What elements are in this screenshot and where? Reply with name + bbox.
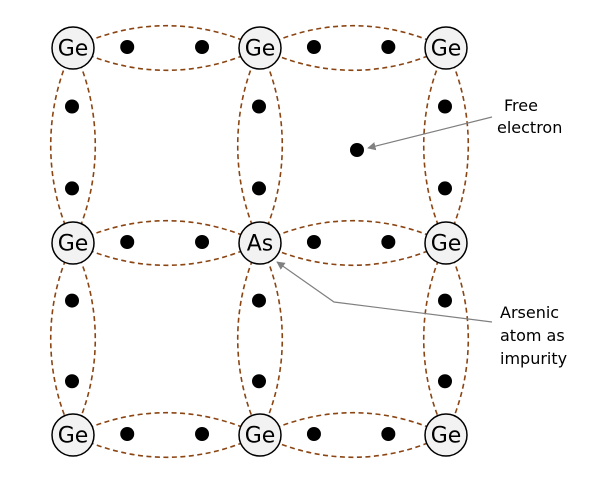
bond-electron — [438, 181, 452, 196]
bond-electrons — [65, 40, 452, 441]
arsenic-label-line-2: atom as — [500, 326, 565, 345]
bond-electron — [120, 40, 135, 54]
bond-electron — [306, 235, 321, 249]
bond-electron — [252, 374, 266, 389]
bond-electron — [65, 293, 79, 308]
bond-electron — [381, 235, 396, 249]
atom-label: Ge — [431, 424, 462, 449]
bond-v-c2-r1 — [423, 242, 469, 437]
bond-h-r0-c0 — [72, 25, 262, 71]
arsenic-label-line-3: impurity — [500, 349, 567, 368]
germanium-atom: Ge — [238, 413, 282, 457]
bond-h-r0-c1 — [259, 25, 448, 71]
atom-label: Ge — [431, 232, 462, 257]
arsenic-arrow — [276, 261, 493, 323]
germanium-atom: Ge — [51, 413, 95, 457]
bond-electron — [195, 235, 210, 249]
germanium-atom: Ge — [51, 26, 95, 70]
bond-electron — [306, 427, 321, 441]
germanium-atom: Ge — [51, 221, 95, 265]
free-electron-label-line-1: Free — [504, 96, 538, 115]
bond-electron — [252, 99, 266, 114]
bond-v-c2-r0 — [423, 47, 469, 245]
arsenic-label-line-1: Arsenic — [500, 303, 559, 322]
arsenic-label: Arsenic atom as impurity — [500, 303, 570, 368]
atom-label: Ge — [58, 37, 89, 62]
germanium-atom: Ge — [424, 413, 468, 457]
atom-label: As — [247, 232, 274, 257]
bond-h-r2-c0 — [72, 412, 262, 458]
atom-label: Ge — [58, 232, 89, 257]
free-electron-arrow — [367, 116, 493, 151]
bond-electron — [306, 40, 321, 54]
bond-h-r1-c1 — [259, 220, 448, 266]
bond-electron — [438, 293, 452, 308]
bond-v-c0-r0 — [50, 47, 96, 245]
free-electron-label-line-2: electron — [497, 118, 562, 137]
bond-electron — [195, 40, 210, 54]
germanium-atom: Ge — [238, 26, 282, 70]
bond-electron — [438, 99, 452, 114]
bond-electron — [381, 427, 396, 441]
bond-electron — [195, 427, 210, 441]
bond-electron — [65, 374, 79, 389]
bond-electron — [252, 293, 266, 308]
bond-electron — [438, 374, 452, 389]
atom-label: Ge — [245, 424, 276, 449]
atom-label: Ge — [245, 37, 276, 62]
arsenic-atom: As — [238, 221, 282, 265]
bond-electron — [120, 427, 135, 441]
bond-electron — [120, 235, 135, 249]
bond-electron — [252, 181, 266, 196]
free-electron-label: Free electron — [497, 96, 562, 137]
germanium-atom: Ge — [424, 26, 468, 70]
bond-electron — [381, 40, 396, 54]
bond-electron — [65, 99, 79, 114]
free-electron — [350, 143, 364, 157]
bond-v-c1-r0 — [237, 47, 283, 245]
bond-h-r2-c1 — [259, 412, 448, 458]
bond-electron — [65, 181, 79, 196]
atom-label: Ge — [58, 424, 89, 449]
germanium-atom: Ge — [424, 221, 468, 265]
bond-h-r1-c0 — [72, 220, 262, 266]
atom-label: Ge — [431, 37, 462, 62]
bond-v-c1-r1 — [237, 242, 283, 437]
bond-v-c0-r1 — [50, 242, 96, 437]
